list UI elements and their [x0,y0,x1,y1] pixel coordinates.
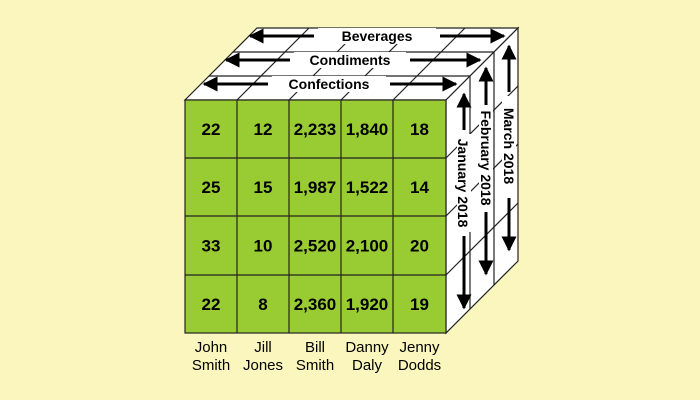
cell-value: 8 [258,295,267,314]
february-2018-label: February 2018 [478,111,494,206]
column-last-name: Smith [192,357,230,374]
cell-value: 2,100 [346,237,389,256]
column-last-name: Jones [243,357,283,374]
cell-value: 1,522 [346,178,389,197]
cell-value: 25 [202,178,221,197]
band-february-2018: February 2018 [478,66,494,276]
cell-value: 19 [410,295,429,314]
band-condiments: Condiments [224,52,482,68]
column-first-name: Jenny [399,339,440,356]
cell-value: 1,987 [294,178,337,197]
cell-value: 1,920 [346,295,389,314]
january-2018-label: January 2018 [455,139,471,228]
cell-value: 18 [410,120,429,139]
cell-value: 33 [202,237,221,256]
cell-value: 15 [254,178,273,197]
cell-value: 20 [410,237,429,256]
column-first-name: Bill [305,339,325,356]
cell-value: 22 [202,120,221,139]
cell-value: 10 [254,237,273,256]
cell-value: 22 [202,295,221,314]
confections-label: Confections [289,76,370,92]
cube-front-cells: 22 12 2,233 1,840 18 25 15 1,987 1,522 14 33 10 2,52… [202,120,430,314]
column-first-name: John [195,339,228,356]
cell-value: 14 [410,178,429,197]
beverages-label: Beverages [342,28,413,44]
band-march-2018: March 2018 [501,44,517,252]
cell-value: 1,840 [346,120,389,139]
cell-value: 2,360 [294,295,337,314]
top-col-divider [392,27,466,101]
cell-value: 2,233 [294,120,337,139]
cell-value: 2,520 [294,237,337,256]
top-col-divider [236,27,310,101]
column-last-name: Daly [352,357,383,374]
band-confections: Confections [202,76,458,92]
side-row-divider [445,202,519,276]
condiments-label: Condiments [310,52,391,68]
cell-value: 12 [254,120,273,139]
column-last-name: Dodds [398,357,441,374]
column-first-name: Jill [254,339,272,356]
march-2018-label: March 2018 [501,108,517,184]
band-january-2018: January 2018 [455,92,472,310]
column-last-name: Smith [296,357,334,374]
column-first-name: Danny [345,339,389,356]
cube-grid-lines [185,27,519,333]
column-names: JohnSmithJillJonesBillSmithDannyDalyJenn… [192,339,441,374]
band-beverages: Beverages [248,28,506,44]
